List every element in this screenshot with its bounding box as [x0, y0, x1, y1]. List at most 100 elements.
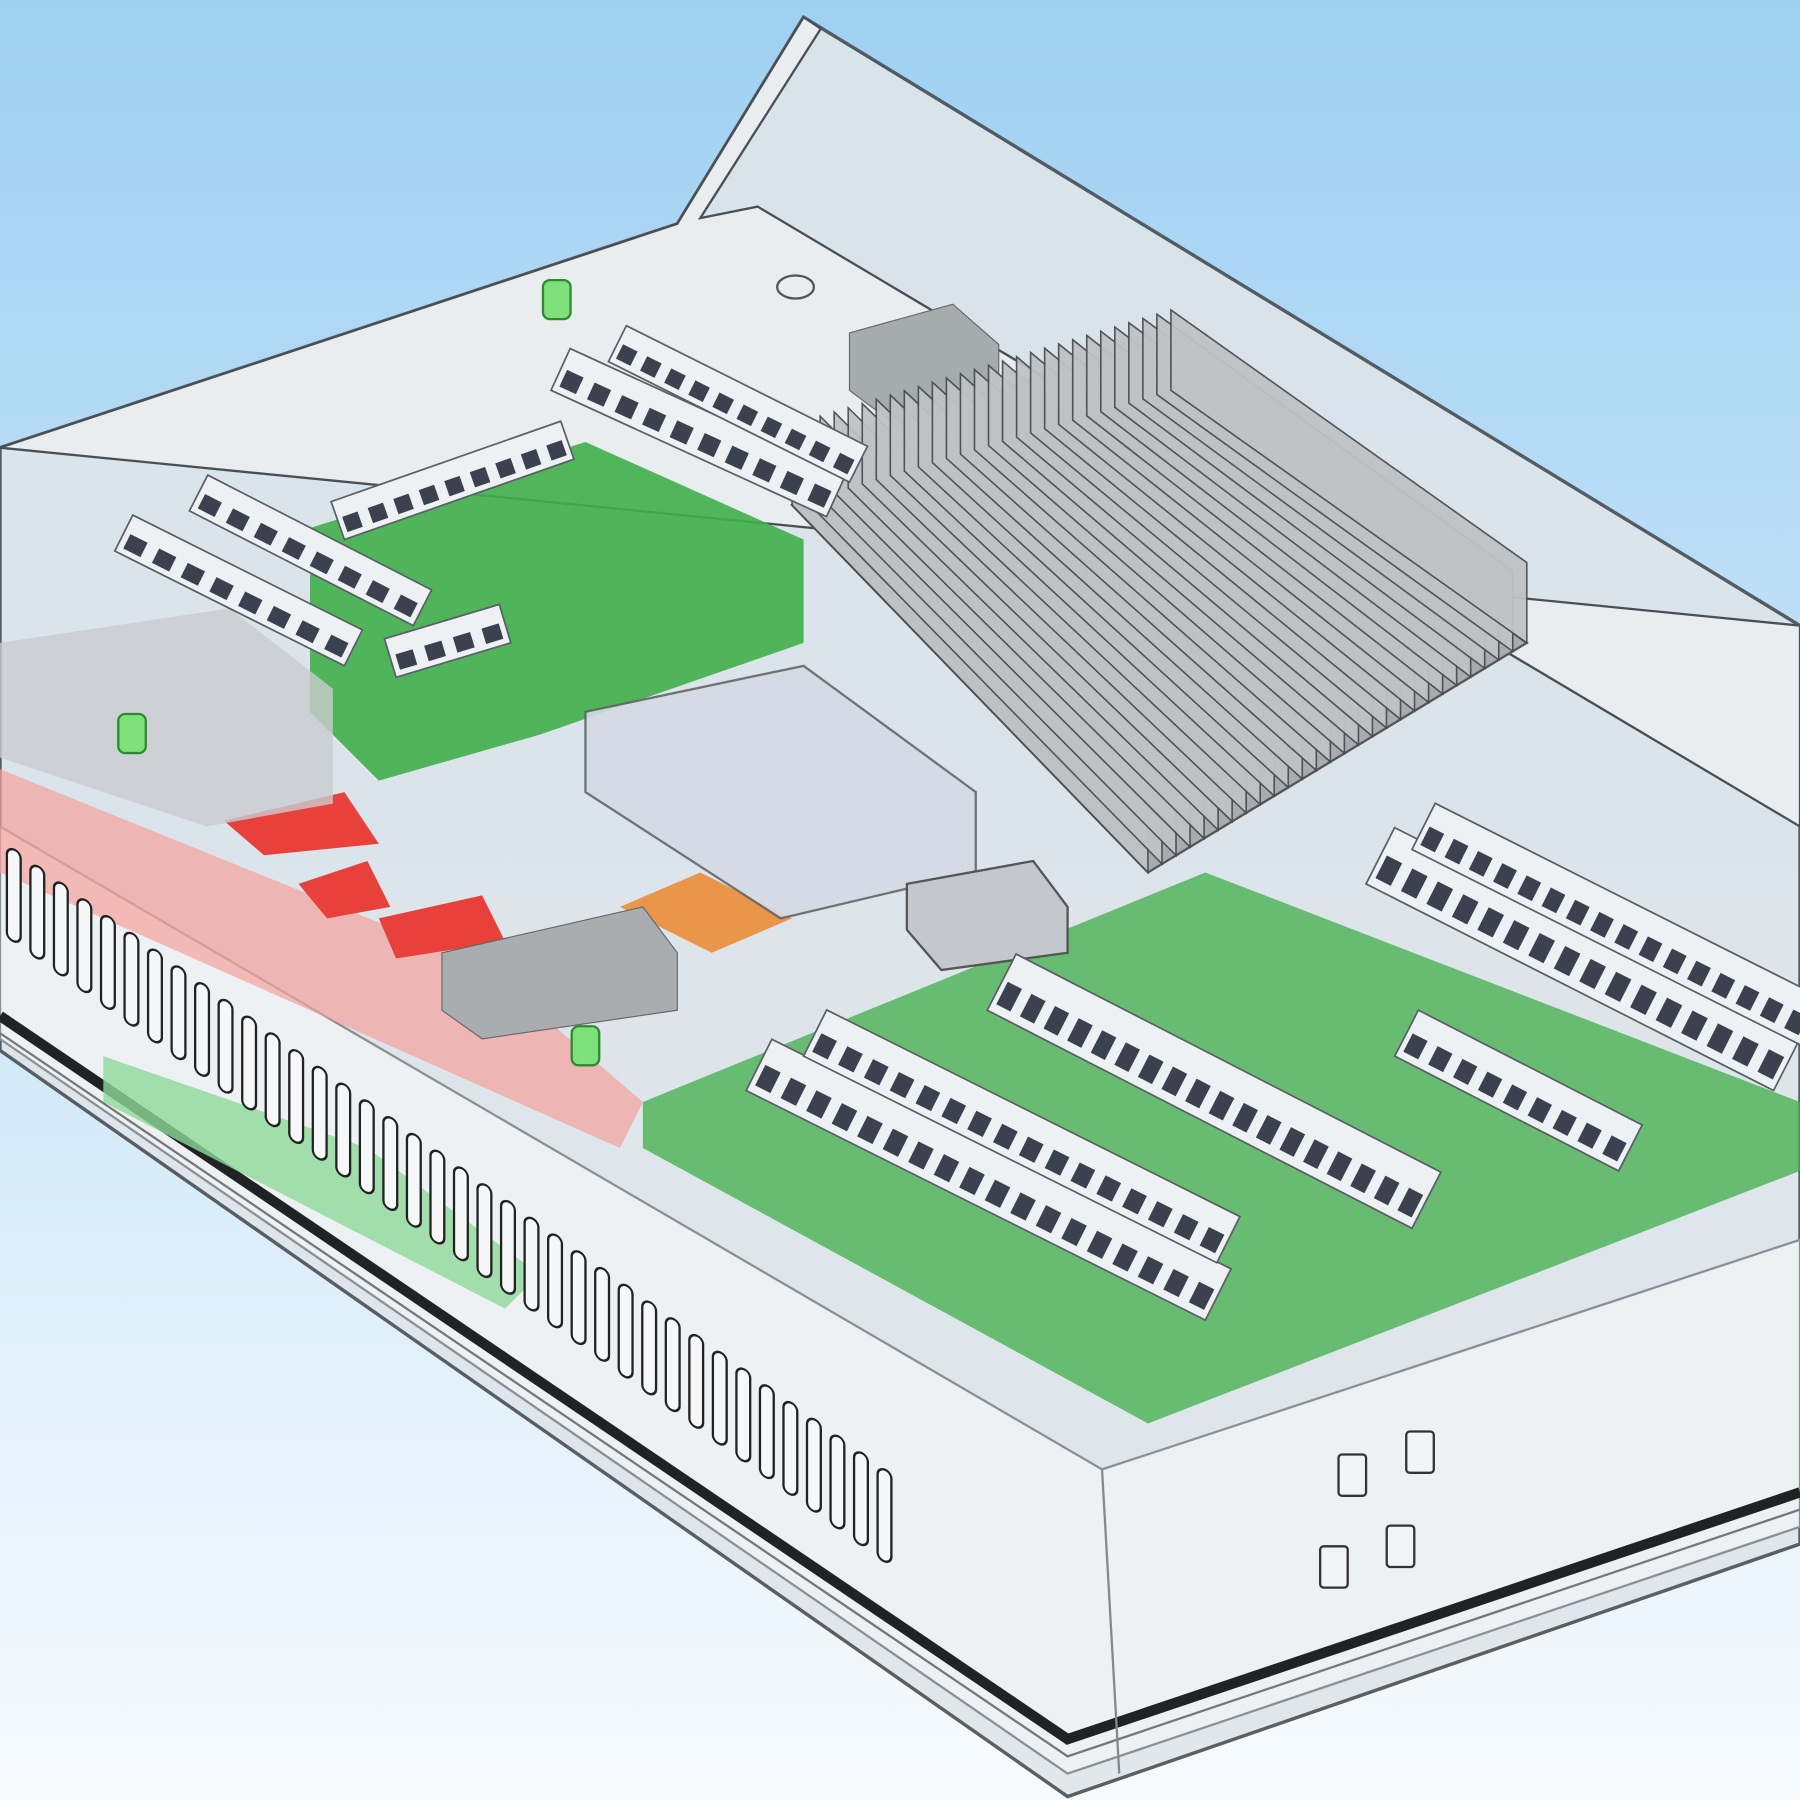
- vent-slot: [382, 1116, 399, 1212]
- vent-slot: [782, 1400, 799, 1496]
- standoff: [570, 1025, 601, 1067]
- io-terminal-row-6-slot: [1453, 1058, 1478, 1085]
- keepout-area-1: [223, 792, 379, 856]
- db9-connector: [905, 859, 1069, 972]
- terminal-block-1-slot: [752, 458, 777, 483]
- io-terminal-row-4-slot: [1375, 855, 1403, 886]
- io-terminal-row-1-slot: [857, 1115, 883, 1145]
- terminal-block-3-slot: [520, 449, 542, 470]
- io-terminal-row-1-slot: [908, 1141, 934, 1170]
- terminal-block-3-slot: [546, 440, 567, 461]
- terminal-block-2-slot: [664, 368, 686, 390]
- io-terminal-row-5-slot: [1662, 948, 1687, 975]
- io-terminal-row-1-slot: [1061, 1217, 1087, 1247]
- io-terminal-row-4-slot: [1681, 1010, 1708, 1041]
- vent-slot: [617, 1283, 634, 1379]
- io-terminal-row-2-slot: [1044, 1149, 1070, 1176]
- io-terminal-row-4-slot: [1757, 1049, 1785, 1080]
- io-terminal-row-2-slot: [863, 1059, 889, 1086]
- vent-slot: [29, 864, 46, 960]
- vent-slot: [358, 1099, 375, 1195]
- vent-slot: [688, 1333, 705, 1429]
- io-terminal-row-5-slot: [1420, 826, 1445, 853]
- orange-pad: [619, 872, 793, 953]
- io-terminal-row-5-slot: [1735, 985, 1760, 1011]
- terminal-block-3-slot: [342, 511, 363, 533]
- io-terminal-row-1-slot: [780, 1077, 807, 1106]
- terminal-block-2-slot: [784, 428, 807, 451]
- terminal-block-4-slot: [238, 591, 263, 615]
- vent-slot: [76, 898, 93, 994]
- io-terminal-row-1-slot: [1035, 1205, 1062, 1234]
- io-terminal-row-5-slot: [1784, 1009, 1800, 1036]
- vent-slot: [570, 1250, 587, 1346]
- vent-slot: [194, 981, 211, 1077]
- io-terminal-row-1-slot: [984, 1179, 1011, 1208]
- terminal-block-5-slot: [365, 580, 390, 604]
- io-terminal-row-3-slot: [1208, 1090, 1235, 1121]
- vent-slot: [335, 1082, 352, 1178]
- io-terminal-row-6-slot: [1527, 1097, 1552, 1124]
- terminal-block-3-slot: [444, 475, 465, 497]
- side-port: [1337, 1453, 1368, 1497]
- io-terminal-row-4-slot: [1400, 868, 1428, 899]
- io-terminal-row-3-slot: [1161, 1066, 1188, 1097]
- vent-slot: [829, 1434, 846, 1530]
- io-terminal-row-5-slot: [1711, 972, 1736, 999]
- terminal-block-5-slot: [337, 565, 362, 589]
- io-terminal-row-1-slot: [882, 1128, 909, 1157]
- terminal-block-5-slot: [225, 508, 250, 532]
- io-terminal-row-1-slot: [1163, 1268, 1189, 1298]
- io-terminal-row-3-slot: [1373, 1175, 1400, 1206]
- io-terminal-row-4-slot: [1732, 1036, 1759, 1067]
- terminal-block-1-slot: [724, 445, 749, 470]
- vent-slot: [264, 1032, 281, 1128]
- io-terminal-row-2-slot: [1018, 1136, 1044, 1163]
- terminal-block-4-slot: [123, 534, 148, 558]
- io-terminal-row-2-slot: [1070, 1162, 1096, 1189]
- relay-block: [441, 906, 678, 1040]
- vent-slot: [405, 1132, 422, 1228]
- vent-slot: [429, 1149, 446, 1245]
- io-terminal-row-1: [745, 1038, 1233, 1322]
- io-terminal-row-4-slot: [1706, 1023, 1734, 1054]
- terminal-block-4-slot: [324, 634, 349, 658]
- side-port: [1319, 1545, 1349, 1589]
- terminal-block-3-slot: [393, 493, 414, 515]
- io-terminal-row-6-slot: [1602, 1135, 1627, 1162]
- io-terminal-row-3-slot: [1185, 1078, 1211, 1109]
- io-terminal-row-6-slot: [1428, 1046, 1453, 1073]
- io-terminal-row-4-slot: [1579, 958, 1606, 990]
- vent-slot: [123, 931, 140, 1027]
- front-panel: [0, 825, 1800, 1775]
- terminal-block-1-slot: [614, 395, 639, 420]
- terminal-block-1-slot: [779, 470, 804, 496]
- io-terminal-row-5-slot: [1541, 887, 1566, 914]
- vent-slot: [547, 1233, 564, 1329]
- vent-slot: [288, 1049, 305, 1144]
- io-terminal-row-2-slot: [838, 1046, 863, 1073]
- terminal-block-6-slot: [452, 632, 475, 653]
- terminal-block-4-slot: [209, 577, 234, 601]
- vent-slot: [170, 965, 187, 1061]
- io-terminal-row-6-slot: [1477, 1071, 1503, 1098]
- heatsink-fin: [1170, 308, 1528, 645]
- io-terminal-row-4-slot: [1502, 920, 1530, 951]
- io-terminal-row-6-slot: [1552, 1109, 1577, 1136]
- io-terminal-row-1-slot: [1112, 1243, 1138, 1272]
- terminal-block-5-slot: [393, 594, 418, 618]
- io-terminal-row-1-slot: [755, 1064, 781, 1094]
- io-terminal-row-4-slot: [1528, 933, 1555, 964]
- io-terminal-row-4-slot: [1451, 894, 1479, 925]
- io-terminal-row-3: [986, 952, 1442, 1230]
- terminal-block-3-slot: [418, 484, 440, 506]
- terminal-block-2-slot: [736, 404, 759, 427]
- terminal-block-2-slot: [832, 452, 855, 475]
- io-terminal-row-2-slot: [993, 1123, 1018, 1150]
- vent-slot: [641, 1300, 658, 1396]
- io-terminal-row-3-slot: [1350, 1163, 1376, 1194]
- side-port: [1385, 1524, 1416, 1569]
- terminal-block-4-slot: [180, 562, 206, 586]
- terminal-block-5-slot: [309, 551, 334, 575]
- io-terminal-row-5-slot: [1759, 997, 1784, 1024]
